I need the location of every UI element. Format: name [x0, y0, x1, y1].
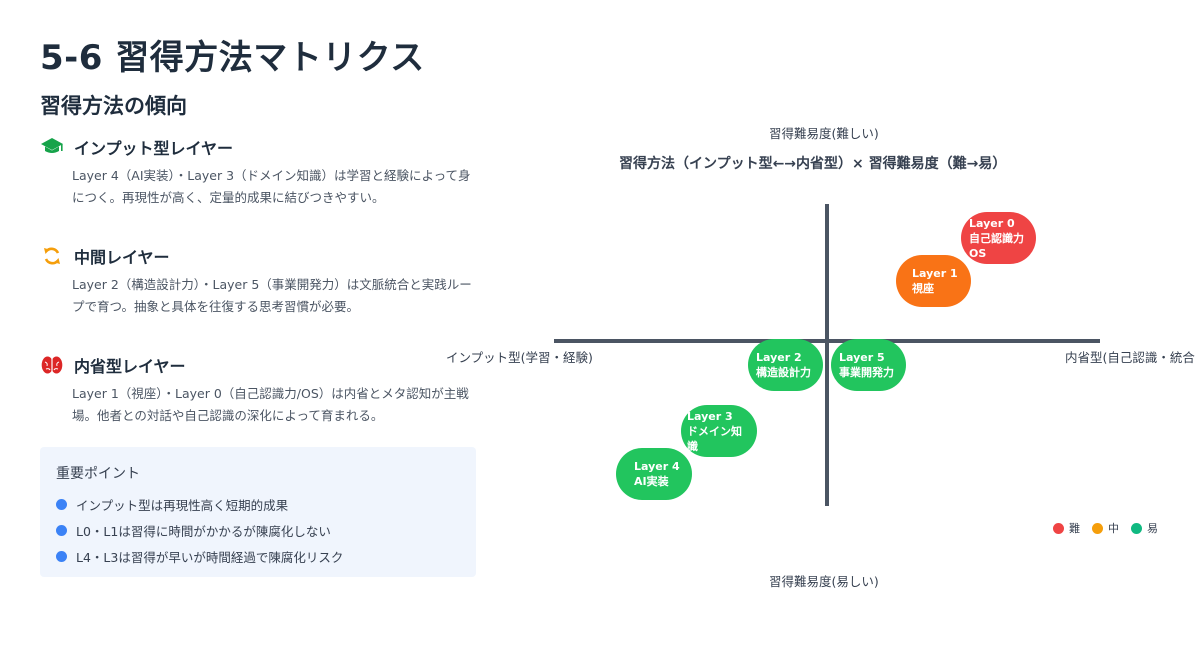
key-point-text: インプット型は再現性高く短期的成果: [76, 497, 289, 513]
legend-label: 中: [1108, 522, 1119, 535]
layer-description: Layer 1（視座）・Layer 0（自己認識力/OS）は内省とメタ認知が主戦…: [72, 386, 469, 423]
layer-title: 中間レイヤー: [74, 248, 170, 267]
key-point-item: インプット型は再現性高く短期的成果: [56, 491, 460, 517]
bubble-label-line: ドメイン知識: [687, 424, 742, 453]
reflective-layer-section: 内省型レイヤー Layer 1（視座）・Layer 0（自己認識力/OS）は内省…: [40, 353, 480, 427]
key-points-box: 重要ポイント インプット型は再現性高く短期的成果 L0・L1は習得に時間がかかる…: [40, 447, 476, 577]
bubble-label-line: 事業開発力: [839, 366, 894, 379]
layer-4-bubble: Layer 4 AI実装: [616, 448, 692, 500]
middle-layer-section: 中間レイヤー Layer 2（構造設計力）・Layer 5（事業開発力）は文脈統…: [40, 244, 480, 318]
bubble-label-line: 構造設計力: [756, 366, 811, 379]
y-axis-top-label: 習得難易度(難しい): [769, 126, 879, 141]
x-axis-right-label: 内省型(自己認識・統合: [1065, 350, 1195, 365]
legend-swatch: [1131, 522, 1142, 534]
legend-label: 易: [1147, 522, 1158, 535]
layer-5-bubble: Layer 5 事業開発力: [831, 339, 906, 391]
bubble-label-line: Layer 4: [634, 460, 680, 473]
sync-icon: [40, 245, 64, 267]
x-axis-left-label: インプット型(学習・経験): [446, 350, 593, 365]
bullet-icon: [56, 498, 67, 510]
legend-swatch: [1092, 522, 1103, 534]
layer-description: Layer 4（AI実装）・Layer 3（ドメイン知識）は学習と経験によって身…: [72, 168, 471, 205]
layer-3-bubble: Layer 3 ドメイン知識: [681, 405, 757, 457]
section-subtitle: 習得方法の傾向: [40, 94, 187, 118]
bubble-label-line: Layer 5: [839, 351, 885, 364]
key-points-list: インプット型は再現性高く短期的成果 L0・L1は習得に時間がかかるが陳腐化しない…: [56, 491, 460, 569]
bubble-label-line: Layer 3: [687, 409, 733, 423]
bullet-icon: [56, 524, 67, 536]
layer-title: インプット型レイヤー: [74, 139, 234, 158]
bubble-label-line: Layer 0: [969, 216, 1015, 230]
brain-icon: [40, 354, 64, 376]
difficulty-legend: 難 中 易: [1053, 520, 1170, 536]
bubble-label-line: Layer 2: [756, 351, 802, 364]
legend-item-easy: 易: [1131, 520, 1158, 536]
layer-2-bubble: Layer 2 構造設計力: [748, 339, 823, 391]
legend-label: 難: [1069, 522, 1080, 535]
legend-swatch: [1053, 522, 1064, 534]
y-axis-bottom-label: 習得難易度(易しい): [769, 574, 879, 589]
key-point-item: L0・L1は習得に時間がかかるが陳腐化しない: [56, 517, 460, 543]
input-layer-section: インプット型レイヤー Layer 4（AI実装）・Layer 3（ドメイン知識）…: [40, 135, 480, 209]
key-point-item: L4・L3は習得が早いが時間経過で陳腐化リスク: [56, 543, 460, 569]
page-title: 5-6 習得方法マトリクス: [40, 38, 425, 78]
layer-0-bubble: Layer 0 自己認識力 OS: [961, 212, 1036, 264]
key-points-title: 重要ポイント: [56, 466, 140, 482]
layer-title: 内省型レイヤー: [74, 357, 186, 376]
legend-item-medium: 中: [1092, 520, 1119, 536]
layer-description: Layer 2（構造設計力）・Layer 5（事業開発力）は文脈統合と実践ループ…: [72, 277, 472, 314]
bubble-label-line: 自己認識力: [969, 231, 1024, 245]
layer-1-bubble: Layer 1 視座: [896, 255, 971, 307]
bubble-label-line: Layer 1: [912, 267, 958, 280]
bubble-label-line: AI実装: [634, 475, 669, 488]
matrix-title: 習得方法（インプット型←→内省型）× 習得難易度（難→易）: [619, 156, 1007, 172]
y-axis-line: [825, 204, 829, 506]
legend-item-hard: 難: [1053, 520, 1080, 536]
bubble-label-line: 視座: [912, 282, 934, 295]
key-point-text: L4・L3は習得が早いが時間経過で陳腐化リスク: [76, 549, 344, 565]
key-point-text: L0・L1は習得に時間がかかるが陳腐化しない: [76, 523, 331, 539]
bubble-label-line: OS: [969, 246, 987, 260]
bullet-icon: [56, 550, 67, 562]
graduation-cap-icon: [40, 136, 64, 158]
